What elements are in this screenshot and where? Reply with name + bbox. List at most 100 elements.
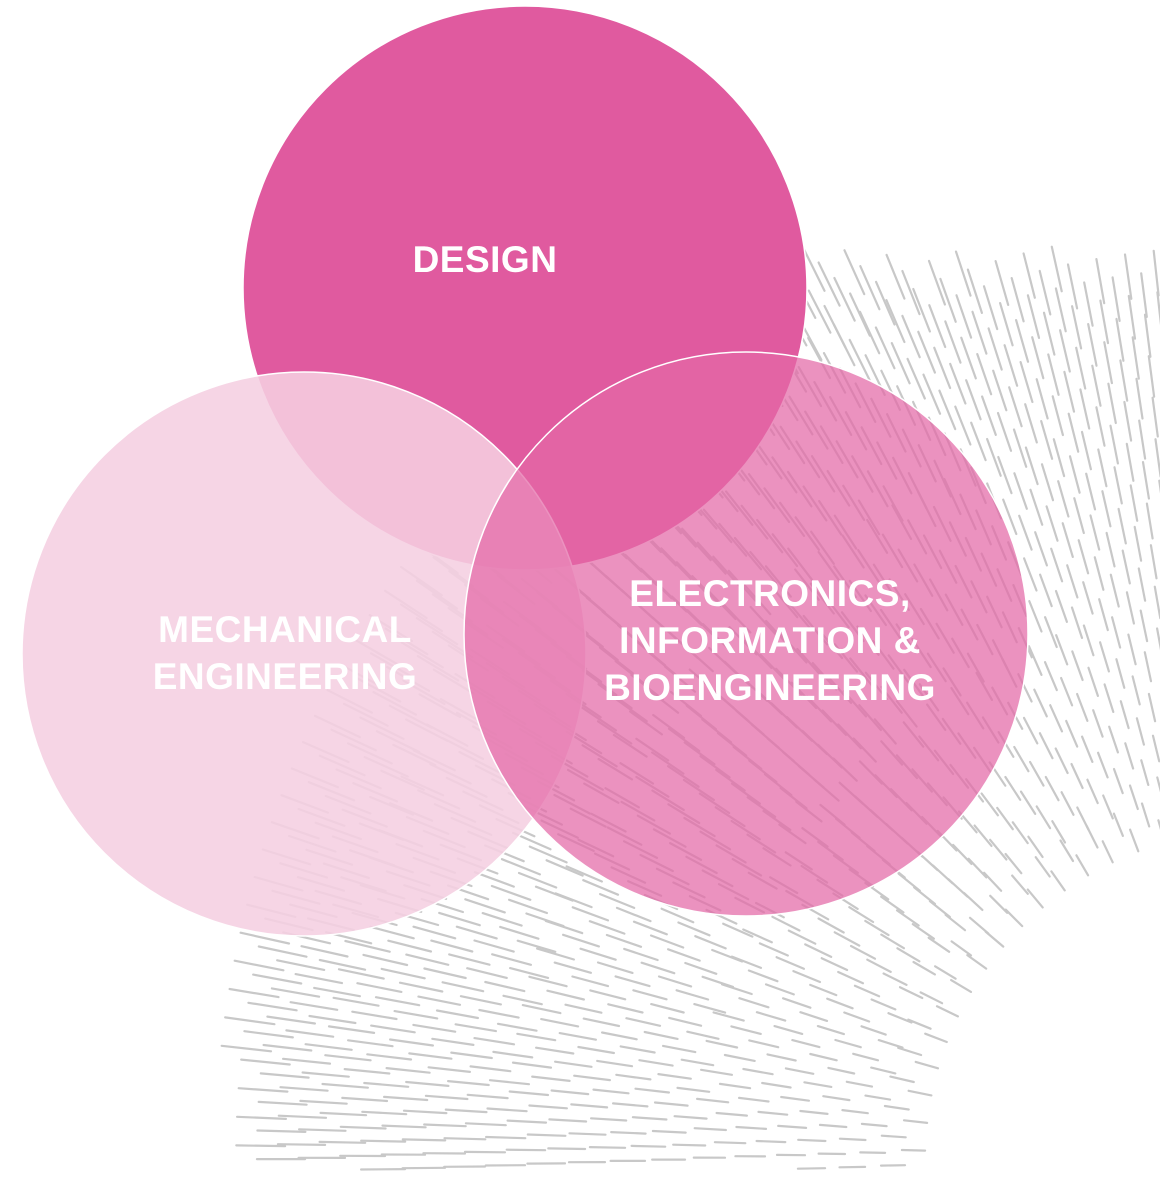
pattern-dash [237,1117,286,1119]
pattern-dash [677,990,709,999]
label-design: DESIGN [340,236,630,283]
pattern-dash [1072,608,1082,638]
pattern-dash [563,935,599,947]
pattern-dash [608,1004,642,1012]
pattern-dash [865,921,888,935]
pattern-dash [230,989,279,997]
pattern-dash [1107,533,1115,567]
pattern-dash [1029,646,1042,675]
pattern-dash [504,996,542,1004]
pattern-dash [475,941,514,952]
pattern-dash [1051,871,1064,890]
pattern-dash [1045,617,1057,647]
pattern-dash [651,1004,684,1012]
pattern-dash [364,1083,408,1087]
pattern-dash [1091,516,1100,550]
pattern-dash [414,927,456,939]
pattern-dash [1087,780,1097,803]
pattern-dash [528,1135,566,1136]
pattern-dash [990,896,1007,913]
pattern-dash [957,295,972,337]
pattern-dash [431,941,472,952]
pattern-dash [1095,557,1104,590]
pattern-dash [1098,450,1106,487]
pattern-dash [651,936,683,948]
pattern-dash [509,900,547,913]
pattern-dash [743,1069,772,1074]
pattern-dash [902,316,919,357]
pattern-dash [867,960,890,972]
pattern-dash [984,286,997,329]
pattern-dash [1130,830,1138,852]
pattern-dash [566,1005,602,1013]
pattern-dash [244,1031,292,1037]
pattern-dash [1024,718,1037,744]
pattern-dash [536,1048,573,1054]
pattern-dash [984,873,1001,891]
pattern-dash [844,1013,869,1022]
pattern-dash [759,1112,788,1115]
pattern-dash [1052,247,1062,292]
pattern-dash [342,1098,387,1101]
pattern-dash [1021,362,1033,402]
pattern-dash [850,294,870,336]
pattern-dash [731,1026,760,1034]
pattern-dash [885,1106,909,1110]
pattern-dash [777,957,804,969]
pattern-dash [1104,342,1112,383]
pattern-dash [574,1076,610,1080]
pattern-dash [370,927,413,939]
pattern-dash [695,936,725,948]
pattern-dash [966,380,980,419]
pattern-dash [953,845,971,864]
pattern-dash [1155,587,1160,619]
pattern-dash [1109,727,1118,753]
pattern-dash [409,1053,451,1058]
pattern-dash [281,1087,328,1091]
pattern-dash [1137,379,1143,419]
pattern-dash [261,1073,309,1077]
pattern-dash [1149,356,1154,396]
pattern-dash [591,1118,626,1120]
pattern-dash [1052,821,1065,842]
pattern-dash [1135,527,1141,561]
pattern-dash [884,974,907,985]
pattern-dash [1031,490,1043,525]
pattern-dash [800,1012,827,1021]
pattern-dash [1062,792,1074,815]
pattern-dash [1005,777,1020,800]
pattern-dash [1024,254,1035,298]
pattern-dash [1028,295,1039,338]
pattern-dash [1061,678,1072,705]
pattern-dash [887,255,905,299]
pattern-dash [1040,271,1051,315]
pattern-dash [781,1097,809,1101]
pattern-dash [961,338,976,379]
pattern-dash [329,1026,374,1033]
pattern-dash [1112,617,1120,647]
pattern-dash [1145,315,1150,357]
pattern-dash [720,1084,750,1088]
pattern-dash [1141,760,1148,785]
pattern-dash [626,1018,660,1026]
pattern-dash [239,1088,288,1091]
pattern-dash [413,1025,455,1032]
pattern-dash [678,923,709,936]
pattern-dash [682,1060,714,1066]
pattern-dash [492,886,530,900]
pattern-dash [519,873,556,888]
pattern-dash [685,963,716,974]
pattern-dash [967,955,986,969]
pattern-dash [798,1168,825,1169]
pattern-dash [479,1010,518,1018]
pattern-dash [395,1011,438,1018]
pattern-dash [860,266,879,309]
pattern-dash [712,950,742,962]
pattern-dash [406,955,448,965]
pattern-dash [325,1055,370,1060]
pattern-dash [876,282,894,325]
pattern-dash [278,1144,325,1145]
pattern-dash [792,1040,819,1047]
pattern-dash [272,988,319,996]
pattern-dash [400,983,442,992]
